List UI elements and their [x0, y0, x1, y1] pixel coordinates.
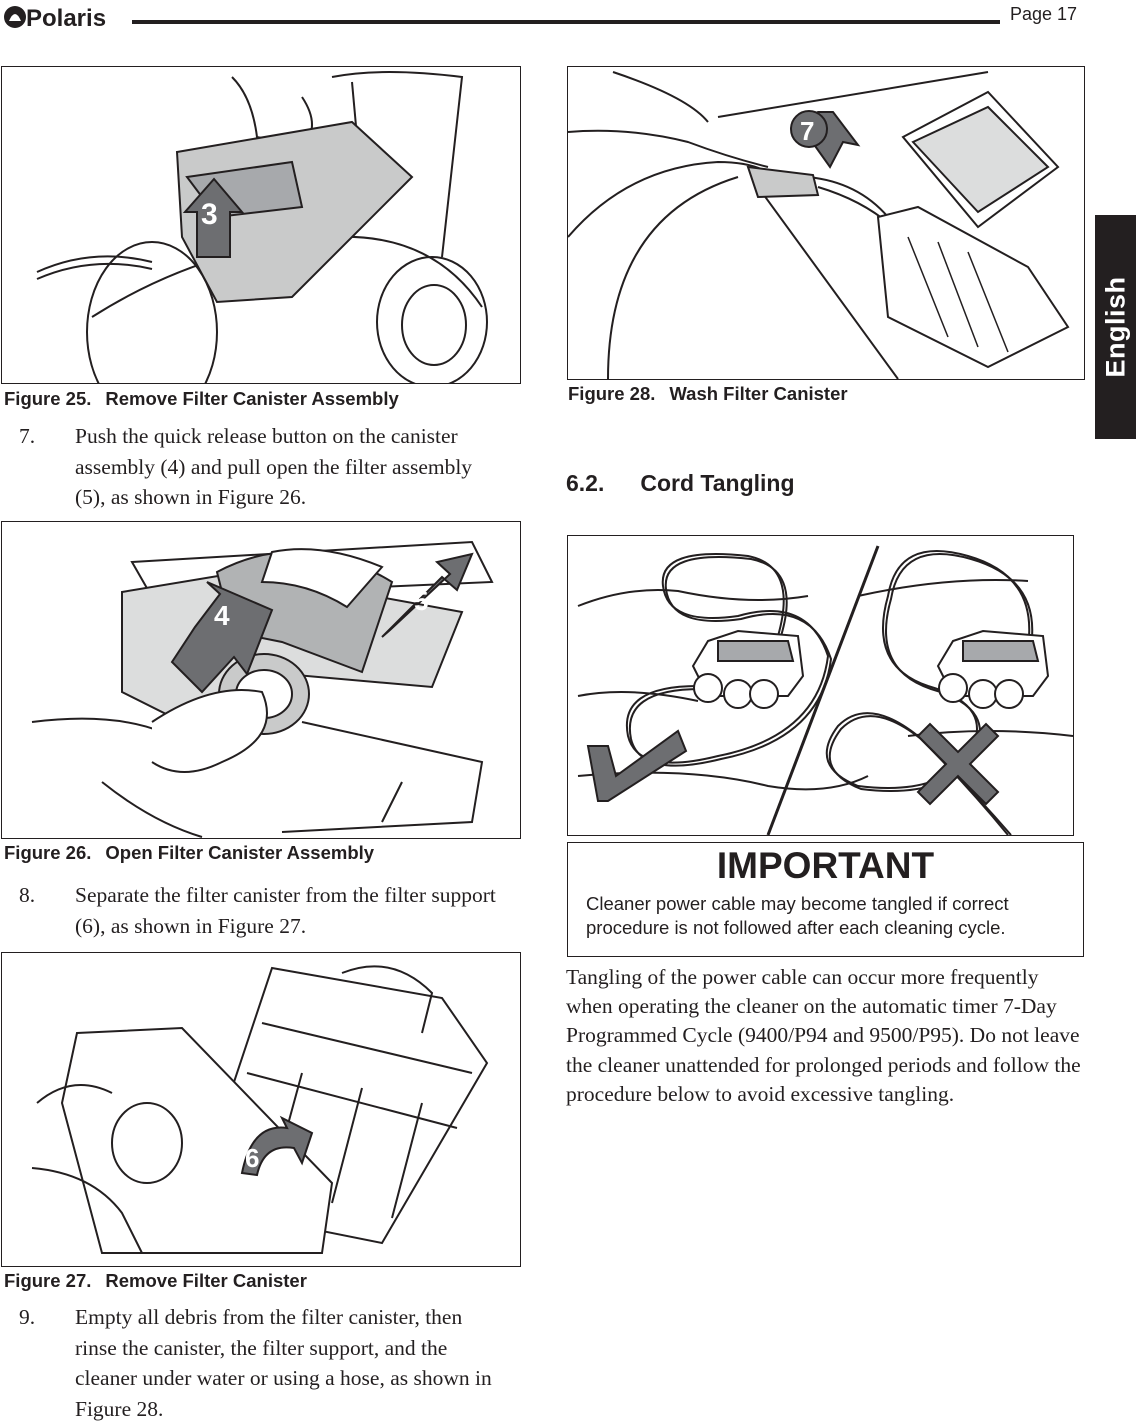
- language-tab: English: [1095, 215, 1136, 439]
- callout-4: 4: [214, 600, 230, 631]
- figure-25-number: Figure 25.: [4, 388, 92, 409]
- figure-25-title: Remove Filter Canister Assembly: [105, 388, 399, 409]
- figure-27-caption: Figure 27. Remove Filter Canister: [4, 1270, 307, 1292]
- figure-27-illustration: 6: [1, 952, 521, 1267]
- cord-tangling-paragraph: Tangling of the power cable can occur mo…: [566, 965, 1081, 1106]
- step-8: 8. Separate the filter canister from the…: [19, 880, 519, 942]
- step-8-number: 8.: [19, 883, 36, 907]
- figure-28-number: Figure 28.: [568, 383, 656, 404]
- callout-7: 7: [800, 116, 814, 146]
- callout-5: 5: [414, 586, 428, 616]
- figure-26-number: Figure 26.: [4, 842, 92, 863]
- step-9-text: Empty all debris from the filter caniste…: [75, 1305, 492, 1421]
- figure-26-illustration: 4 5: [1, 521, 521, 839]
- figure-28-caption: Figure 28. Wash Filter Canister: [568, 383, 848, 405]
- section-title: Cord Tangling: [640, 470, 795, 496]
- callout-6: 6: [245, 1143, 259, 1173]
- figure-26-title: Open Filter Canister Assembly: [105, 842, 375, 863]
- important-title: IMPORTANT: [716, 845, 935, 886]
- figure-25-illustration: 3: [1, 66, 521, 384]
- figure-27-title: Remove Filter Canister: [105, 1270, 307, 1291]
- polaris-logo: Polaris: [4, 5, 106, 32]
- figure-27-number: Figure 27.: [4, 1270, 92, 1291]
- step-7-text: Push the quick release button on the can…: [75, 424, 473, 509]
- figure-25-caption: Figure 25. Remove Filter Canister Assembl…: [4, 388, 399, 410]
- step-9-number: 9.: [19, 1305, 36, 1329]
- header-rule: [132, 20, 1000, 24]
- step-8-text: Separate the filter canister from the fi…: [75, 883, 496, 938]
- figure-26-caption: Figure 26. Open Filter Canister Assembly: [4, 842, 374, 864]
- callout-3: 3: [201, 198, 218, 231]
- figure-28-illustration: 7: [567, 66, 1085, 380]
- language-tab-label: English: [1100, 276, 1130, 378]
- important-notice: IMPORTANT Cleaner power cable may become…: [567, 842, 1084, 957]
- section-heading: 6.2. Cord Tangling: [566, 470, 795, 497]
- brand-name: Polaris: [26, 5, 106, 32]
- check-mark-icon: [586, 729, 688, 802]
- step-7: 7. Push the quick release button on the …: [19, 421, 519, 513]
- section-number: 6.2.: [566, 470, 605, 496]
- page-number: Page 17: [1010, 4, 1078, 24]
- cross-mark-icon: [916, 722, 1000, 806]
- cord-tangling-illustration: [567, 535, 1074, 836]
- step-9: 9. Empty all debris from the filter cani…: [19, 1302, 519, 1424]
- step-7-number: 7.: [19, 424, 36, 448]
- important-body: Cleaner power cable may become tangled i…: [586, 893, 1009, 938]
- figure-28-title: Wash Filter Canister: [669, 383, 848, 404]
